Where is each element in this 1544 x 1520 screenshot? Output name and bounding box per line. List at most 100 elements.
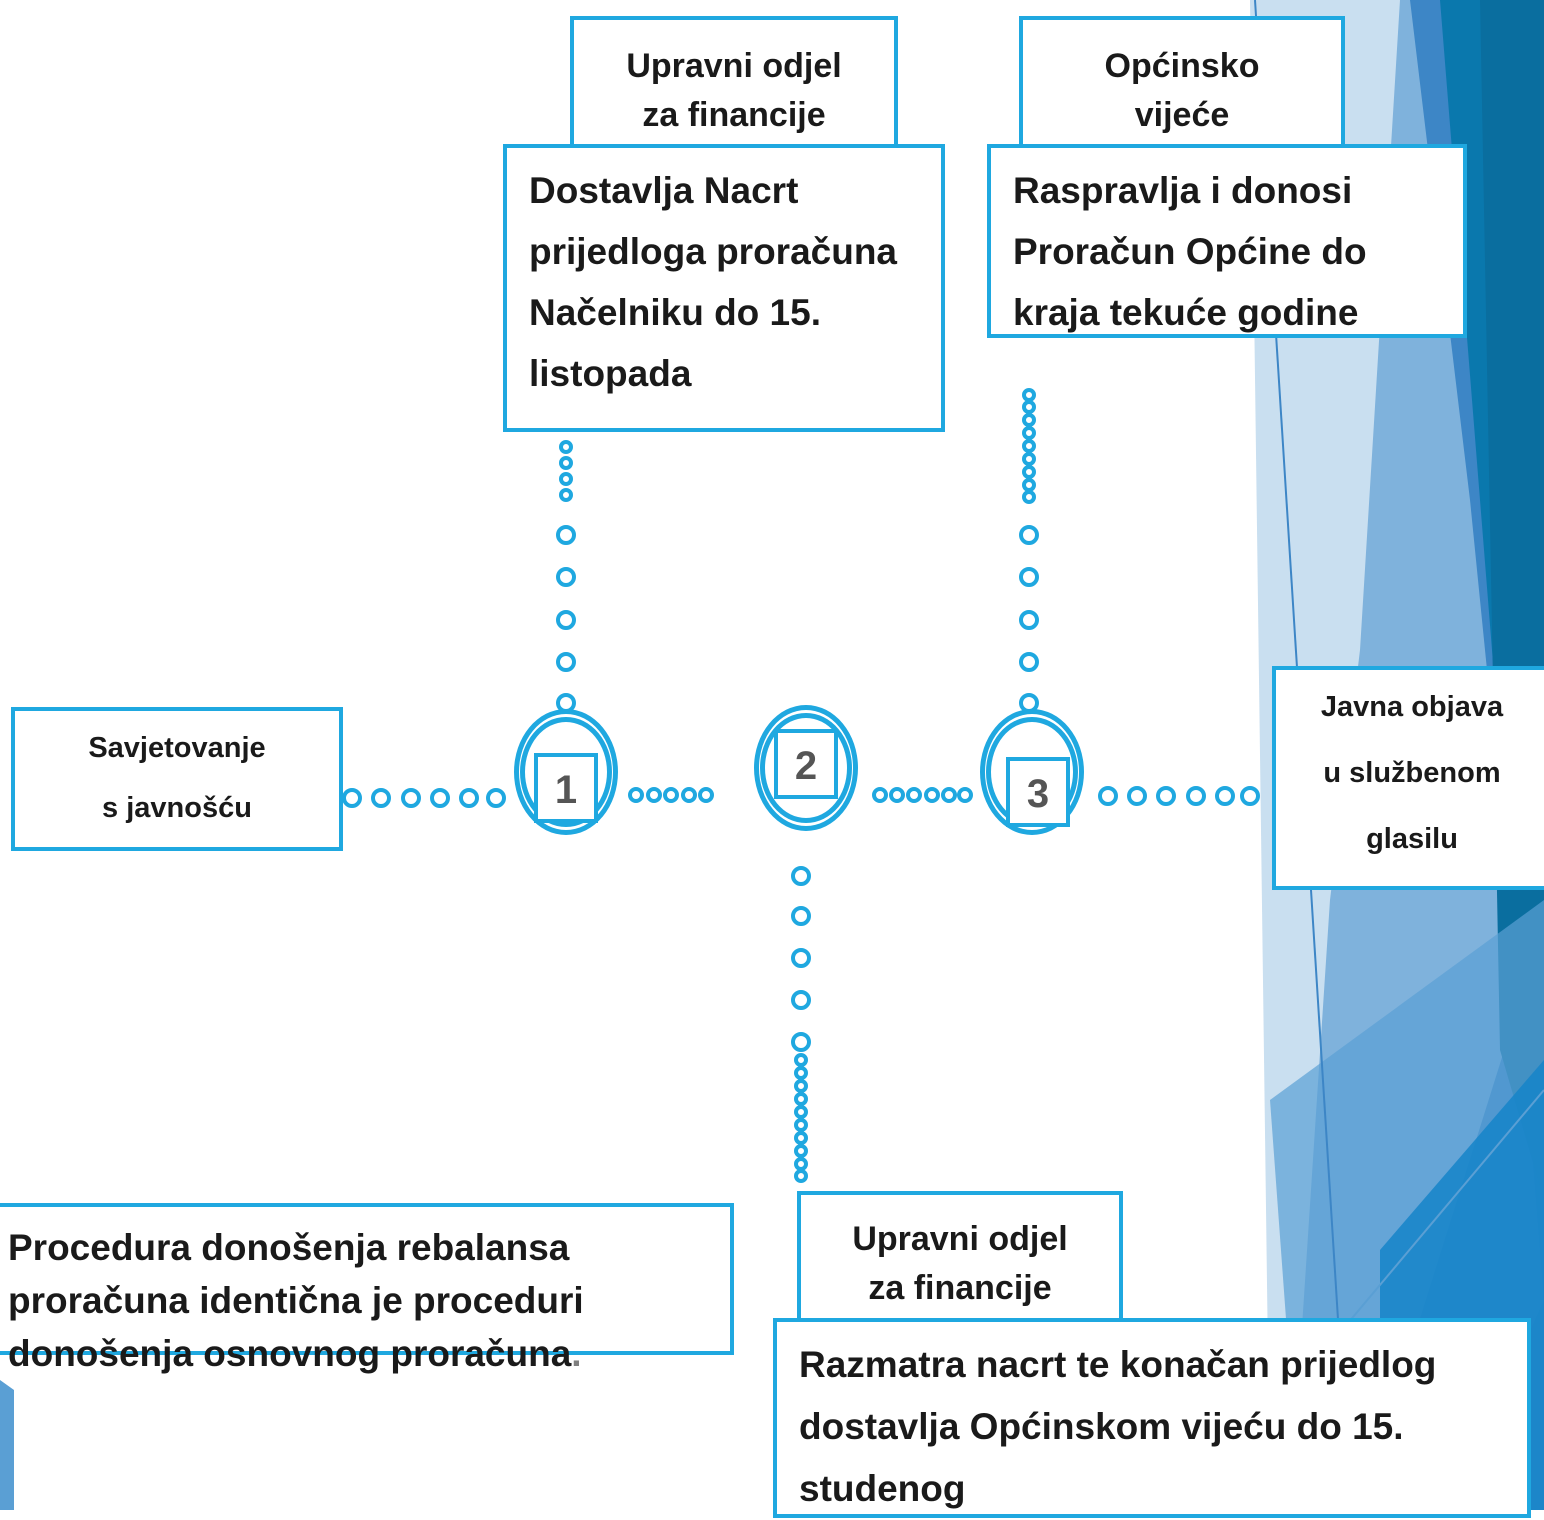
bg-shape-left bbox=[0, 1380, 14, 1510]
connector-dot bbox=[794, 1079, 808, 1093]
connector-dot bbox=[889, 787, 905, 803]
node-ring-inner bbox=[760, 713, 852, 823]
step1-actor-box: Upravni odjel za financije bbox=[570, 16, 898, 150]
connector-dot bbox=[941, 787, 957, 803]
connector-dot bbox=[794, 1131, 808, 1145]
step3-actor-box: Općinsko vijeće bbox=[1019, 16, 1345, 150]
step1-action-line: prijedloga proračuna bbox=[529, 231, 898, 272]
note-box: Procedura donošenja rebalansa proračuna … bbox=[0, 1203, 734, 1374]
step1-action-line: listopada bbox=[529, 353, 692, 394]
connector-dot bbox=[906, 787, 922, 803]
note-line2: proračuna identična je proceduri bbox=[8, 1280, 584, 1321]
node-ring bbox=[980, 709, 1084, 835]
start-box: Savjetovanje s javnošću bbox=[11, 707, 343, 851]
connector-dot bbox=[1022, 478, 1036, 492]
connector-dot bbox=[1022, 426, 1036, 440]
connector-dot bbox=[1186, 786, 1206, 806]
step2-actor-line2: za financije bbox=[868, 1269, 1052, 1307]
connector-dot bbox=[791, 866, 811, 886]
connector-dot bbox=[794, 1144, 808, 1158]
step1-actor-line1: Upravni odjel bbox=[626, 47, 842, 85]
connector-dot bbox=[556, 567, 576, 587]
step-number: 2 bbox=[774, 729, 838, 799]
step-node-2: 2 bbox=[754, 705, 858, 831]
connector-dot bbox=[1240, 786, 1260, 806]
connector-dot bbox=[872, 787, 888, 803]
connector-dot bbox=[663, 787, 679, 803]
bg-shape-teal bbox=[1480, 0, 1544, 1200]
connector-dot bbox=[794, 1066, 808, 1080]
connector-dot bbox=[459, 788, 479, 808]
connector-dot bbox=[1022, 439, 1036, 453]
connector-dot bbox=[371, 788, 391, 808]
step-number: 1 bbox=[534, 753, 598, 823]
connector-dot bbox=[794, 1169, 808, 1183]
connector-dot bbox=[556, 652, 576, 672]
end-line2: u službenom bbox=[1323, 757, 1501, 789]
step2-actor-line1: Upravni odjel bbox=[852, 1220, 1068, 1258]
connector-dot bbox=[556, 525, 576, 545]
connector-dot bbox=[794, 1092, 808, 1106]
connector-dot bbox=[794, 1053, 808, 1067]
connector-dot bbox=[1022, 452, 1036, 466]
connector-dot bbox=[559, 440, 573, 454]
node-ring bbox=[754, 705, 858, 831]
step1-action-line: Dostavlja Nacrt bbox=[529, 170, 799, 211]
connector-dot bbox=[794, 1118, 808, 1132]
connector-dot bbox=[1022, 400, 1036, 414]
step-number: 3 bbox=[1006, 757, 1070, 827]
connector-dot bbox=[794, 1105, 808, 1119]
connector-dot bbox=[791, 906, 811, 926]
connector-dot bbox=[1019, 525, 1039, 545]
step2-action-box: Razmatra nacrt te konačan prijedlog dost… bbox=[773, 1318, 1531, 1518]
step1-action-line: Načelniku do 15. bbox=[529, 292, 821, 333]
end-line1: Javna objava bbox=[1320, 691, 1504, 723]
connector-dot bbox=[430, 788, 450, 808]
step2-action-line: studenog bbox=[799, 1468, 966, 1509]
connector-dot bbox=[1022, 413, 1036, 427]
connector-dot bbox=[791, 948, 811, 968]
connector-dot bbox=[698, 787, 714, 803]
connector-dot bbox=[342, 788, 362, 808]
connector-dot bbox=[1127, 786, 1147, 806]
connector-dot bbox=[791, 1032, 811, 1052]
note-line3: donošenja osnovnog proračuna. bbox=[8, 1327, 730, 1380]
node-ring bbox=[514, 709, 618, 835]
connector-dot bbox=[1019, 652, 1039, 672]
connector-dot bbox=[556, 610, 576, 630]
node-ring-inner bbox=[520, 717, 612, 827]
connector-dot bbox=[1019, 610, 1039, 630]
end-box: Javna objava u službenom glasilu bbox=[1272, 666, 1544, 890]
connector-dot bbox=[559, 456, 573, 470]
connector-dot bbox=[1022, 490, 1036, 504]
step1-actor-line2: za financije bbox=[642, 96, 826, 134]
step3-actor-line1: Općinsko bbox=[1104, 47, 1260, 85]
step2-actor-box: Upravni odjel za financije bbox=[797, 1191, 1123, 1325]
connector-dot bbox=[794, 1157, 808, 1171]
step3-action-line: Raspravlja i donosi bbox=[1013, 170, 1353, 211]
connector-dot bbox=[681, 787, 697, 803]
connector-dot bbox=[628, 787, 644, 803]
step-node-3: 3 bbox=[980, 709, 1084, 835]
connector-dot bbox=[646, 787, 662, 803]
connector-dot bbox=[401, 788, 421, 808]
connector-dot bbox=[1215, 786, 1235, 806]
step2-action-line: dostavlja Općinskom vijeću do 15. bbox=[799, 1406, 1404, 1447]
step3-action-line: kraja tekuće godine bbox=[1013, 292, 1359, 333]
connector-dot bbox=[1098, 786, 1118, 806]
note-line3-end: . bbox=[571, 1333, 582, 1374]
step-node-1: 1 bbox=[514, 709, 618, 835]
connector-dot bbox=[791, 990, 811, 1010]
connector-dot bbox=[486, 788, 506, 808]
note-line3-text: donošenja osnovnog proračuna bbox=[8, 1333, 572, 1374]
start-line2: s javnošću bbox=[102, 792, 252, 824]
connector-dot bbox=[559, 488, 573, 502]
connector-dot bbox=[1019, 567, 1039, 587]
connector-dot bbox=[1022, 388, 1036, 402]
connector-dot bbox=[1022, 465, 1036, 479]
step2-action-line: Razmatra nacrt te konačan prijedlog bbox=[799, 1344, 1437, 1385]
start-line1: Savjetovanje bbox=[88, 732, 266, 764]
step1-action-box: Dostavlja Nacrt prijedloga proračuna Nač… bbox=[503, 144, 945, 432]
